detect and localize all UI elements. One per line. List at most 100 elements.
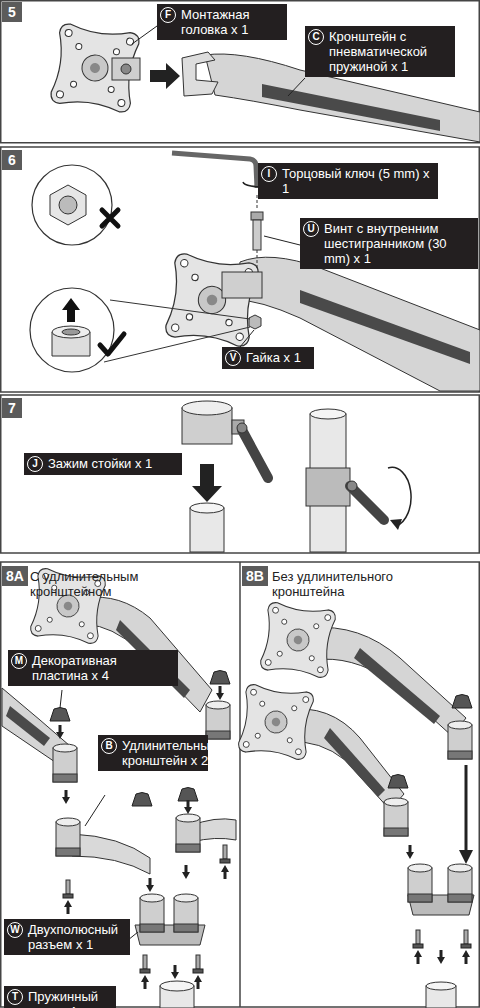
- mounting-head: [112, 58, 140, 80]
- arm-post: [53, 701, 230, 856]
- pole: [160, 981, 194, 1008]
- part-label: Декоративная пластина x 4: [32, 653, 173, 683]
- part-label: Гайка x 1: [246, 350, 309, 365]
- decorative-cap: [388, 775, 408, 789]
- decorative-cap: [178, 788, 198, 802]
- spring-screw: [140, 955, 150, 973]
- pole: [426, 982, 456, 990]
- direction-arrow: [414, 950, 422, 964]
- leader-line: [132, 26, 157, 44]
- part-letter: M: [11, 653, 27, 669]
- variant-heading: С удлинительным кронштейном: [30, 569, 140, 599]
- part-label: Винт с внутренним шестигранником (30 mm)…: [324, 221, 473, 266]
- step-number: 6: [8, 152, 16, 168]
- variant-heading: Без удлинительного кронштейна: [272, 569, 422, 599]
- correct-nut-detail: [62, 298, 80, 322]
- decorative-cap: [50, 671, 230, 807]
- step-number-box: 8B: [242, 566, 268, 586]
- leader-line: [264, 236, 300, 245]
- part-callout: M Декоративная пластина x 4: [8, 650, 178, 686]
- pole-clamp: [182, 401, 268, 478]
- wrong-nut-detail: [59, 196, 77, 214]
- leader-line: [288, 78, 305, 96]
- part-label: Пружинный винт x 4: [28, 989, 111, 1008]
- mounting-head: [165, 253, 262, 348]
- panel-frame: [239, 562, 241, 1007]
- panel-frame: [1, 147, 480, 392]
- part-letter: F: [160, 7, 176, 23]
- pole: [190, 503, 224, 513]
- direction-arrow: [64, 900, 72, 914]
- step-number: 8A: [6, 568, 24, 584]
- two-post-connector: [140, 894, 164, 932]
- direction-arrow: [437, 950, 445, 964]
- hex-key: [172, 153, 276, 270]
- pole-clamp: [350, 486, 384, 520]
- pole-clamp: [182, 401, 232, 415]
- panel-frame: [1, 395, 480, 553]
- gas-spring-arm: [300, 290, 470, 364]
- correct-nut-detail: [100, 334, 124, 354]
- nut: [249, 315, 261, 329]
- decorative-cap: [388, 695, 472, 789]
- spring-screw: [413, 930, 423, 948]
- mounting-head: [260, 602, 337, 679]
- part-label: Монтажная головка x 1: [181, 7, 282, 37]
- direction-arrow: [182, 865, 190, 879]
- part-letter: V: [225, 350, 241, 366]
- part-callout: V Гайка x 1: [222, 347, 314, 369]
- decorative-cap: [132, 793, 152, 807]
- direction-arrow: [62, 790, 70, 804]
- decorative-cap: [50, 708, 70, 722]
- two-post-connector: [135, 894, 205, 945]
- pole-clamp: [242, 430, 268, 478]
- step-number-box: 8A: [2, 566, 28, 586]
- pole: [160, 981, 194, 991]
- extension-bracket: [72, 834, 150, 874]
- part-label: Удлинительный кронштейн x 2: [122, 738, 217, 768]
- mounting-head: [50, 23, 140, 113]
- pole: [310, 409, 346, 419]
- hex-screw: [253, 220, 261, 250]
- pole-clamp: [306, 467, 411, 530]
- arm-post: [206, 701, 230, 739]
- mounting-head: [238, 602, 337, 761]
- mounting-head: [238, 684, 315, 761]
- arm-post: [384, 721, 472, 836]
- spring-screw: [220, 845, 230, 863]
- direction-arrow: [150, 63, 180, 89]
- arm-post: [53, 744, 77, 782]
- step-number-box: 6: [2, 150, 22, 170]
- direction-arrow: [462, 950, 470, 964]
- mounting-head: [121, 64, 131, 74]
- hex-screw: [251, 212, 263, 220]
- spring-screw: [63, 880, 73, 898]
- part-letter: T: [7, 989, 23, 1005]
- direction-arrow: [194, 975, 202, 989]
- part-letter: J: [27, 456, 43, 472]
- arm-post: [56, 818, 80, 856]
- step-number-box: 5: [2, 2, 22, 22]
- gas-spring-arm: [324, 728, 385, 797]
- spring-screw: [193, 955, 203, 973]
- direction-arrow: [192, 464, 222, 502]
- direction-arrow: [184, 800, 192, 814]
- arm-post: [448, 721, 472, 759]
- direction-arrow: [459, 850, 473, 864]
- part-callout: JЗажим стойки x 1: [24, 453, 182, 475]
- pole: [426, 982, 456, 1008]
- arm-post: [384, 798, 408, 836]
- part-callout: BУдлинительный кронштейн x 2: [98, 735, 208, 771]
- part-letter: I: [261, 166, 277, 182]
- direction-arrow: [216, 686, 224, 700]
- part-label: Двухполюсный разъем x 1: [28, 922, 125, 952]
- pole: [190, 508, 224, 552]
- direction-arrow: [171, 965, 179, 979]
- leader-line: [240, 330, 254, 347]
- part-callout: WДвухполюсный разъем x 1: [4, 919, 130, 955]
- gas-spring-arm: [354, 648, 440, 724]
- direction-arrow: [221, 865, 229, 879]
- part-letter: C: [308, 29, 324, 45]
- pole-clamp: [347, 481, 357, 491]
